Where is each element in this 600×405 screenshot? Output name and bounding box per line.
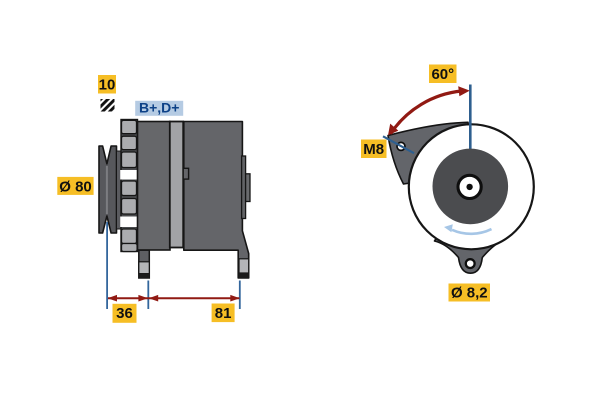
svg-text:10: 10: [99, 77, 116, 94]
svg-text:60°: 60°: [431, 66, 454, 83]
svg-text:36: 36: [116, 305, 133, 322]
svg-text:M8: M8: [363, 141, 384, 158]
svg-text:Ø 8,2: Ø 8,2: [451, 285, 488, 302]
svg-text:B+,D+: B+,D+: [139, 100, 179, 116]
svg-text:Ø 80: Ø 80: [59, 178, 92, 195]
svg-text:81: 81: [215, 305, 232, 322]
